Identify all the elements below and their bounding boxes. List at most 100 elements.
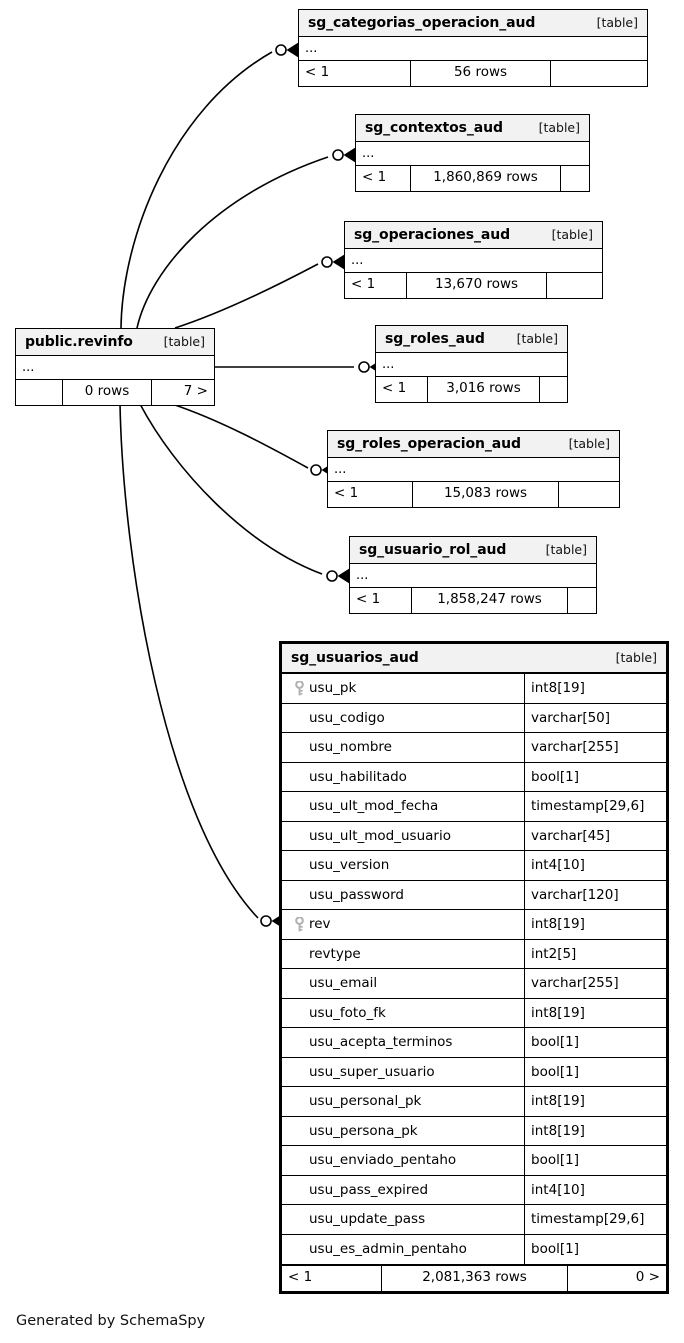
column-type: varchar[255] — [531, 975, 619, 992]
column-type: int8[19] — [531, 1093, 585, 1110]
footer-child-count: 0 > — [635, 1269, 660, 1285]
footer-child-count — [561, 166, 589, 191]
column-name-cell: usu_es_admin_pentaho — [282, 1234, 525, 1264]
column-type: int4[10] — [531, 1181, 585, 1198]
column-type: timestamp[29,6] — [531, 798, 645, 815]
table-node-sg-usuario-rol-aud[interactable]: sg_usuario_rol_aud [table] ... < 1 1,858… — [349, 536, 597, 614]
table-footer: < 1 2,081,363 rows 0 > — [282, 1264, 666, 1291]
column-name-cell: usu_habilitado — [282, 762, 525, 791]
footer-row-count: 15,083 rows — [413, 482, 559, 507]
column-row[interactable]: usu_foto_fk int8[19] — [282, 998, 666, 1028]
column-name: usu_es_admin_pentaho — [309, 1241, 467, 1258]
column-name-cell: usu_foto_fk — [282, 998, 525, 1027]
column-type: int2[5] — [531, 945, 577, 962]
column-type: varchar[50] — [531, 709, 611, 726]
table-type-tag: [table] — [516, 331, 558, 346]
generated-by-caption: Generated by SchemaSpy — [16, 1313, 206, 1329]
column-row[interactable]: usu_es_admin_pentaho bool[1] — [282, 1234, 666, 1264]
column-name-cell: usu_version — [282, 851, 525, 880]
table-name: sg_operaciones_aud — [354, 226, 510, 243]
collapsed-columns-ellipsis: ... — [350, 564, 596, 588]
column-row[interactable]: usu_habilitado bool[1] — [282, 762, 666, 792]
column-name-cell: usu_password — [282, 880, 525, 909]
table-node-sg-operaciones-aud[interactable]: sg_operaciones_aud [table] ... < 1 13,67… — [344, 221, 603, 299]
column-name-cell: usu_enviado_pentaho — [282, 1146, 525, 1175]
table-type-tag: [table] — [163, 334, 205, 349]
footer-parent-count: < 1 — [356, 166, 411, 191]
column-type: int8[19] — [531, 916, 585, 933]
column-name-cell: usu_nombre — [282, 733, 525, 762]
edge-revinfo-to-contextos — [136, 156, 329, 329]
table-name: sg_categorias_operacion_aud — [308, 14, 536, 31]
footer-child-count — [559, 482, 619, 507]
column-name-cell: usu_pass_expired — [282, 1175, 525, 1204]
table-footer: < 1 1,860,869 rows — [356, 166, 589, 191]
table-node-sg-roles-operacion-aud[interactable]: sg_roles_operacion_aud [table] ... < 1 1… — [327, 430, 620, 508]
column-name: usu_personal_pk — [309, 1093, 422, 1110]
column-type: int8[19] — [531, 1004, 585, 1021]
column-name: usu_enviado_pentaho — [309, 1152, 457, 1169]
footer-child-count — [540, 377, 567, 402]
footer-row-count: 13,670 rows — [407, 273, 547, 298]
footer-child-count — [547, 273, 602, 298]
table-title-bar: sg_contextos_aud [table] — [356, 115, 589, 142]
column-name-cell: usu_ult_mod_usuario — [282, 821, 525, 850]
edge-revinfo-to-usuarios — [119, 403, 259, 919]
table-title-bar: sg_roles_operacion_aud [table] — [328, 431, 619, 458]
table-node-sg-categorias-operacion-aud[interactable]: sg_categorias_operacion_aud [table] ... … — [298, 9, 648, 87]
column-name: usu_foto_fk — [309, 1004, 386, 1021]
table-node-sg-roles-aud[interactable]: sg_roles_aud [table] ... < 1 3,016 rows — [375, 325, 568, 403]
footer-parent-count: < 1 — [328, 482, 413, 507]
table-node-public-revinfo[interactable]: public.revinfo [table] ... 0 rows 7 > — [15, 328, 215, 406]
column-name: rev — [309, 916, 331, 933]
edge-revinfo-to-roles-operacion — [171, 403, 309, 469]
column-row[interactable]: rev int8[19] — [282, 910, 666, 940]
column-row[interactable]: usu_pass_expired int4[10] — [282, 1175, 666, 1205]
table-type-tag: [table] — [545, 542, 587, 557]
edge-revinfo-to-operaciones — [174, 263, 319, 329]
column-row[interactable]: usu_personal_pk int8[19] — [282, 1087, 666, 1117]
column-row[interactable]: usu_version int4[10] — [282, 851, 666, 881]
column-name: usu_codigo — [309, 709, 385, 726]
column-type: int4[10] — [531, 857, 585, 874]
table-footer: < 1 3,016 rows — [376, 377, 567, 402]
column-row[interactable]: usu_enviado_pentaho bool[1] — [282, 1146, 666, 1176]
footer-child-count — [551, 61, 647, 86]
column-name-cell: usu_update_pass — [282, 1205, 525, 1234]
table-footer: < 1 13,670 rows — [345, 273, 602, 298]
table-name: sg_usuarios_aud — [291, 649, 419, 666]
column-type: bool[1] — [531, 1241, 579, 1258]
column-type: varchar[255] — [531, 739, 619, 756]
column-row[interactable]: usu_nombre varchar[255] — [282, 733, 666, 763]
terminator-operaciones — [321, 254, 346, 270]
collapsed-columns-ellipsis: ... — [16, 356, 214, 380]
table-footer: 0 rows 7 > — [16, 380, 214, 405]
table-name: public.revinfo — [25, 333, 133, 350]
collapsed-columns-ellipsis: ... — [376, 353, 567, 377]
table-title-bar: sg_operaciones_aud [table] — [345, 222, 602, 249]
footer-parent-count: < 1 — [282, 1266, 382, 1291]
table-type-tag: [table] — [568, 436, 610, 451]
footer-child-count — [568, 588, 596, 613]
column-type: bool[1] — [531, 768, 579, 785]
terminator-contextos — [332, 147, 357, 163]
column-row[interactable]: usu_codigo varchar[50] — [282, 703, 666, 733]
table-title-bar: sg_categorias_operacion_aud [table] — [299, 10, 647, 37]
table-node-sg-contextos-aud[interactable]: sg_contextos_aud [table] ... < 1 1,860,8… — [355, 114, 590, 192]
edge-revinfo-to-categorias — [120, 51, 273, 329]
column-type: bool[1] — [531, 1152, 579, 1169]
column-name: usu_acepta_terminos — [309, 1034, 453, 1051]
column-name: usu_version — [309, 857, 390, 874]
